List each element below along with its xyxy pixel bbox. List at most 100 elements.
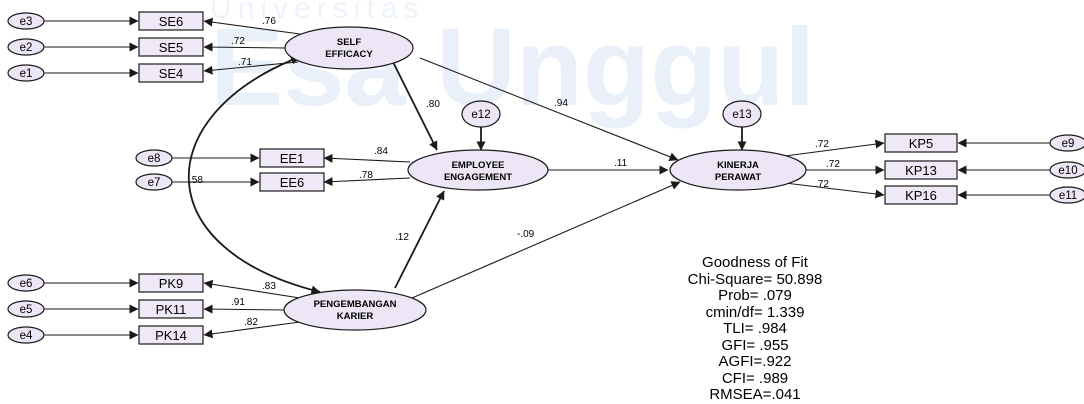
latent-self-efficacy-line2: EFFICACY: [325, 49, 373, 60]
error-e8: e8: [135, 149, 173, 167]
path-se-ee: [392, 61, 438, 151]
path-se-se5: [203, 42, 286, 52]
gof-chi-square: Chi-Square= 50.898: [687, 270, 823, 288]
indicator-pk14: PK14: [138, 325, 204, 345]
error-e4-label: e4: [20, 330, 33, 342]
loading-se6: .76: [262, 16, 276, 27]
path-se-kp: [419, 57, 679, 162]
error-e4: e4: [7, 326, 45, 344]
indicator-pk14-label: PK14: [155, 328, 187, 343]
watermark-sub: Universitas: [210, 0, 424, 25]
latent-kinerja-perawat: KINERJA PERAWAT: [669, 149, 807, 191]
path-kp-kp5: [784, 139, 885, 157]
indicator-kp13-label: KP13: [905, 163, 937, 178]
latent-kinerja-perawat-line1: KINERJA: [717, 160, 759, 171]
error-e6-label: e6: [20, 278, 33, 290]
path-pk-kp: [411, 181, 681, 299]
latent-employee-engagement-line1: EMPLOYEE: [452, 160, 505, 171]
loading-se5: .72: [231, 36, 245, 47]
error-e13-label: e13: [732, 109, 751, 121]
latent-pengembangan-karier-line2: KARIER: [337, 311, 374, 322]
latent-pengembangan-karier: PENGEMBANGAN KARIER: [283, 289, 427, 331]
error-e2-label: e2: [20, 42, 33, 54]
indicator-se4-label: SE4: [159, 66, 184, 81]
error-e7-label: e7: [148, 177, 161, 189]
error-e6: e6: [7, 274, 45, 292]
error-e11-label: e11: [1059, 190, 1077, 202]
indicator-kp5: KP5: [884, 133, 958, 153]
error-e1: e1: [7, 64, 45, 82]
indicator-ee1: EE1: [259, 148, 325, 168]
indicator-se6: SE6: [138, 11, 204, 31]
sem-path-diagram: Universitas Esa Unggul SE6 SE5: [7, 0, 1084, 345]
gof-cfi: CFI= .989: [721, 369, 789, 387]
loading-ee6: .78: [359, 170, 373, 181]
covariance-se-pk: [188, 56, 321, 295]
latent-employee-engagement-line2: ENGAGEMENT: [444, 172, 512, 183]
indicator-ee6: EE6: [259, 172, 325, 192]
indicator-kp16: KP16: [884, 185, 958, 205]
coef-pk-kp: -.09: [517, 229, 535, 240]
latent-employee-engagement: EMPLOYEE ENGAGEMENT: [407, 149, 549, 191]
latent-self-efficacy-line1: SELF: [337, 37, 361, 48]
indicator-se5-label: SE5: [159, 40, 184, 55]
indicator-pk9-label: PK9: [159, 276, 184, 291]
loading-kp16: .72: [815, 179, 829, 190]
gof-agfi: AGFI=.922: [718, 353, 792, 370]
path-pk-pk14: [203, 321, 301, 339]
error-e11: e11: [1049, 186, 1084, 204]
indicator-se6-label: SE6: [159, 14, 184, 29]
error-e9-label: e9: [1062, 138, 1075, 150]
error-e12: e12: [461, 100, 501, 128]
error-e3-label: e3: [20, 16, 33, 28]
error-e9: e9: [1049, 134, 1084, 152]
loading-se4: .71: [238, 57, 252, 68]
coef-se-kp: .94: [554, 98, 568, 109]
indicator-kp16-label: KP16: [905, 188, 937, 203]
indicator-pk9: PK9: [138, 273, 204, 293]
path-pk-pk11: [203, 304, 286, 314]
path-pk-ee: [394, 190, 445, 289]
gof-tli: TLI= .984: [723, 320, 787, 337]
loading-pk9: .83: [262, 281, 276, 292]
indicator-kp5-label: KP5: [909, 136, 934, 151]
error-e5-label: e5: [20, 304, 33, 316]
loading-ee1: .84: [374, 146, 388, 157]
coef-pk-ee: .12: [395, 232, 409, 243]
error-e2: e2: [7, 38, 45, 56]
error-e13: e13: [722, 100, 762, 128]
loading-pk11: .91: [231, 297, 245, 308]
path-pk-pk9: [203, 279, 301, 299]
indicator-ee1-label: EE1: [280, 151, 305, 166]
latent-pengembangan-karier-line1: PENGEMBANGAN: [314, 299, 397, 310]
indicator-pk11: PK11: [138, 299, 204, 319]
loading-kp13: .72: [826, 159, 840, 170]
error-e12-label: e12: [471, 109, 490, 121]
path-kp-kp16: [784, 182, 885, 199]
error-e8-label: e8: [148, 153, 161, 165]
error-e5: e5: [7, 300, 45, 318]
error-e3: e3: [7, 12, 45, 30]
path-ee-ee1: [323, 153, 411, 163]
coef-se-ee: .80: [426, 99, 440, 110]
path-ee-ee6: [323, 177, 411, 187]
latent-kinerja-perawat-line2: PERAWAT: [715, 172, 761, 183]
gof-prob: Prob= .079: [718, 287, 792, 304]
indicator-se5: SE5: [138, 37, 204, 57]
indicator-ee6-label: EE6: [280, 175, 305, 190]
error-e1-label: e1: [20, 68, 33, 80]
goodness-of-fit-box: Goodness of Fit Chi-Square= 50.898 Prob=…: [620, 254, 890, 404]
path-se-se6: [203, 17, 301, 35]
loading-kp5: .72: [815, 139, 829, 150]
gof-rmsea: RMSEA=.041: [709, 386, 801, 403]
error-e7: e7: [135, 173, 173, 191]
coef-se-pk-covariance: .58: [189, 175, 203, 186]
latent-self-efficacy: SELF EFFICACY: [284, 26, 414, 70]
loading-pk14: .82: [244, 317, 258, 328]
error-e10: e10: [1049, 161, 1084, 179]
gof-title: Goodness of Fit: [702, 254, 808, 271]
gof-cmin-df: cmin/df= 1.339: [705, 303, 805, 321]
coef-ee-kp: .11: [614, 158, 628, 169]
indicator-se4: SE4: [138, 63, 204, 83]
indicator-pk11-label: PK11: [156, 302, 187, 317]
